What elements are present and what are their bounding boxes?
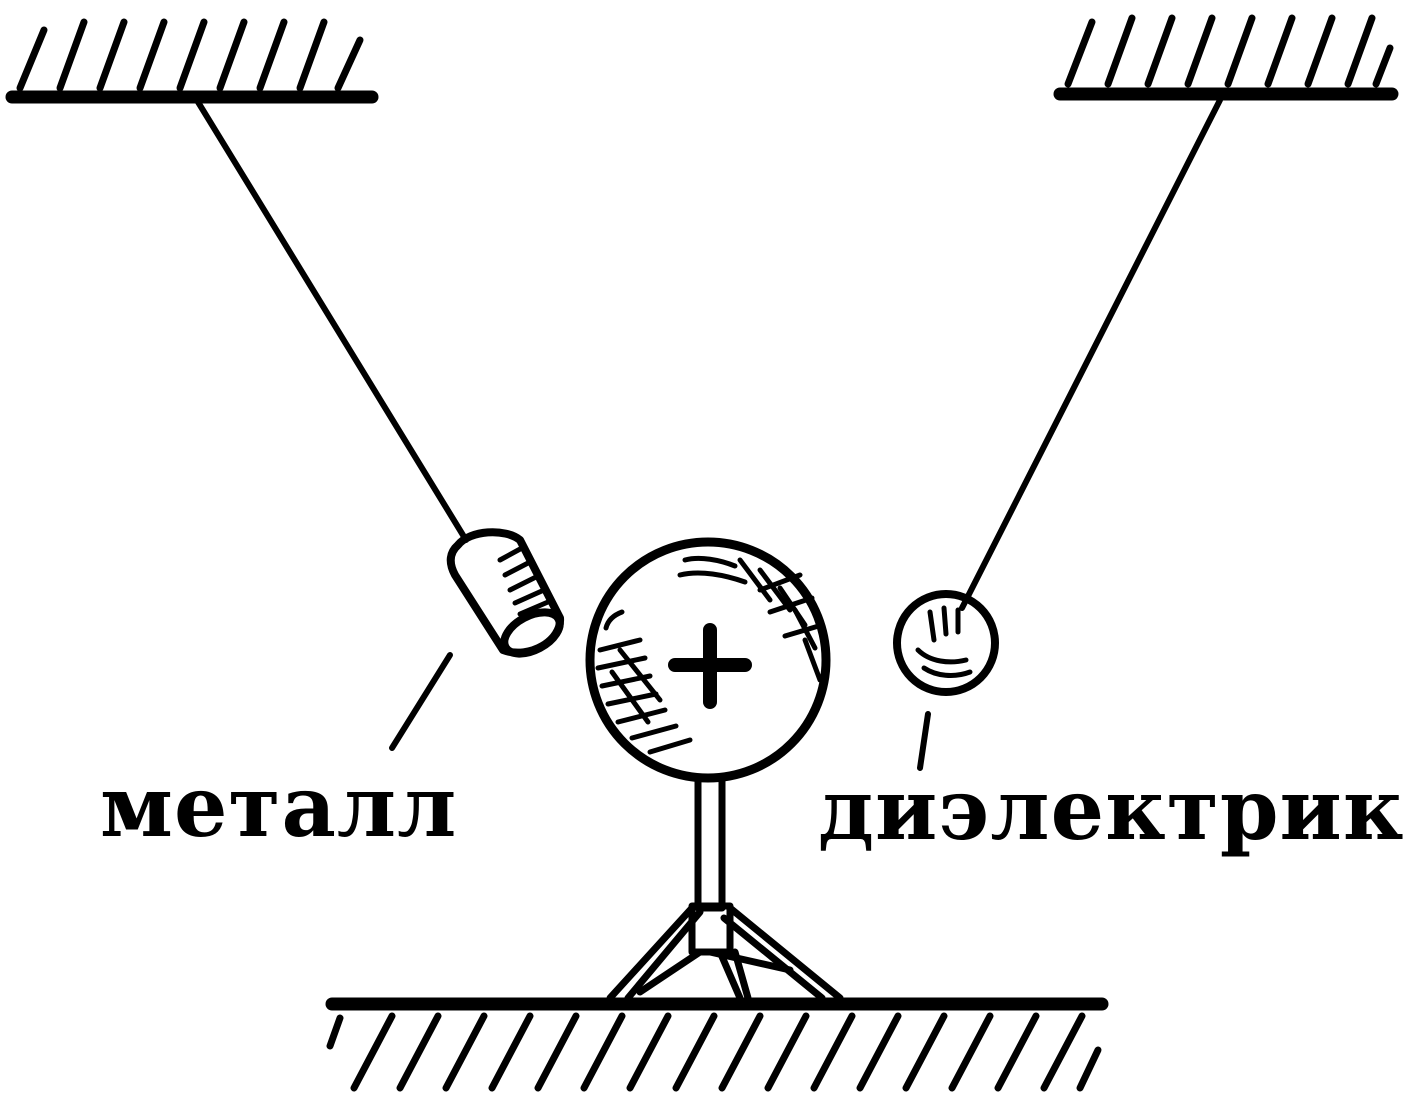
left-ceiling-hatching	[16, 18, 364, 92]
metal-label: металл	[100, 757, 458, 856]
right-thread	[959, 97, 1223, 611]
dielectric-ball	[893, 590, 999, 696]
floor-hatching	[326, 1012, 1102, 1092]
charged-sphere	[585, 537, 831, 783]
metal-cylinder	[446, 528, 564, 658]
floor-support	[325, 997, 1109, 1092]
metal-leader-line	[389, 652, 453, 751]
sphere-shading	[595, 555, 825, 755]
sphere-stand	[606, 774, 844, 1002]
dielectric-ball-shading	[915, 605, 973, 678]
left-ceiling-support	[5, 18, 379, 104]
tripod-legs	[606, 904, 844, 1002]
dielectric-leader-line	[917, 711, 931, 771]
plus-charge-sign	[668, 623, 752, 709]
right-ceiling-support	[1053, 14, 1399, 101]
left-thread	[195, 99, 469, 543]
right-ceiling-hatching	[1064, 14, 1394, 88]
metal-cylinder-shading	[497, 545, 551, 617]
dielectric-label: диэлектрик	[818, 760, 1405, 859]
